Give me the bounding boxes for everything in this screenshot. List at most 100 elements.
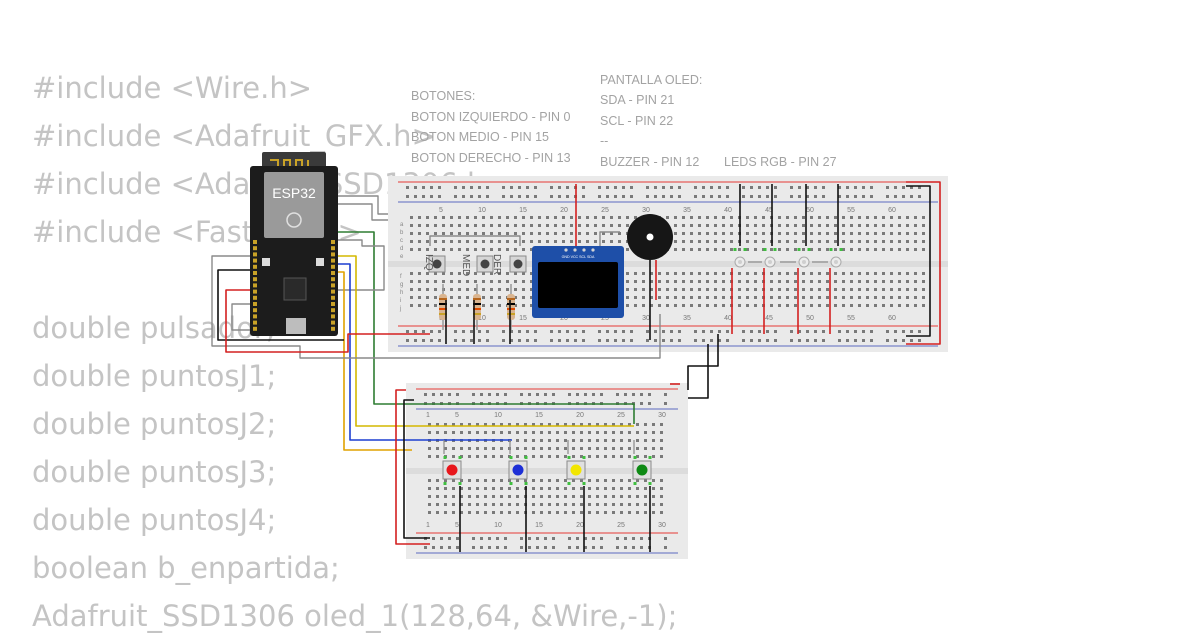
row-letter: i xyxy=(400,298,401,304)
breadboard-hole xyxy=(414,339,417,342)
breadboard-hole xyxy=(702,339,705,342)
breadboard-hole xyxy=(610,240,613,243)
breadboard-hole xyxy=(774,186,777,189)
breadboard-hole xyxy=(572,431,575,434)
note-oled-sda: SDA - PIN 21 xyxy=(600,93,675,107)
breadboard-hole xyxy=(654,195,657,198)
breadboard-main: 5510101515202025253030353540404545505055… xyxy=(388,176,948,352)
column-number: 30 xyxy=(642,315,650,322)
breadboard-hole xyxy=(710,339,713,342)
breadboard-hole xyxy=(570,232,573,235)
breadboard-hole xyxy=(554,232,557,235)
breadboard-channel xyxy=(388,261,948,267)
breadboard-hole xyxy=(620,423,623,426)
breadboard-hole xyxy=(746,248,749,251)
breadboard-hole xyxy=(484,511,487,514)
breadboard-hole xyxy=(628,495,631,498)
breadboard-hole xyxy=(432,546,435,549)
breadboard-hole xyxy=(620,511,623,514)
rgb-led-die xyxy=(768,260,772,264)
breadboard-hole xyxy=(438,330,441,333)
breadboard-hole xyxy=(588,495,591,498)
breadboard-hole xyxy=(838,339,841,342)
breadboard-hole xyxy=(662,330,665,333)
breadboard-hole xyxy=(466,232,469,235)
breadboard-hole xyxy=(758,330,761,333)
breadboard-hole xyxy=(508,495,511,498)
breadboard-hole xyxy=(596,439,599,442)
breadboard-hole xyxy=(510,330,513,333)
breadboard-hole xyxy=(532,455,535,458)
resistor-band xyxy=(439,308,447,310)
breadboard-hole xyxy=(602,240,605,243)
breadboard-hole xyxy=(862,195,865,198)
breadboard-hole xyxy=(922,232,925,235)
breadboard-hole xyxy=(746,280,749,283)
breadboard-hole xyxy=(522,296,525,299)
breadboard-hole xyxy=(778,216,781,219)
breadboard-hole xyxy=(532,431,535,434)
breadboard-hole xyxy=(444,495,447,498)
breadboard-hole xyxy=(674,296,677,299)
breadboard-hole xyxy=(866,240,869,243)
breadboard-hole xyxy=(522,216,525,219)
esp32-pin xyxy=(331,252,335,257)
breadboard-hole xyxy=(694,195,697,198)
breadboard-hole xyxy=(802,248,805,251)
breadboard-hole xyxy=(440,546,443,549)
breadboard-hole xyxy=(468,503,471,506)
breadboard-hole xyxy=(706,232,709,235)
breadboard-hole xyxy=(454,339,457,342)
breadboard-hole xyxy=(452,503,455,506)
breadboard-hole xyxy=(636,479,639,482)
breadboard-hole xyxy=(516,455,519,458)
esp32-pin xyxy=(253,302,257,306)
rgb-led-die xyxy=(802,260,806,264)
breadboard-hole xyxy=(612,511,615,514)
breadboard-hole xyxy=(726,330,729,333)
breadboard-hole xyxy=(644,495,647,498)
breadboard-hole xyxy=(516,511,519,514)
breadboard-hole xyxy=(850,232,853,235)
row-letter: c xyxy=(400,238,403,244)
breadboard-hole xyxy=(474,224,477,227)
breadboard-hole xyxy=(436,455,439,458)
breadboard-hole xyxy=(866,224,869,227)
breadboard-hole xyxy=(834,296,837,299)
breadboard-hole xyxy=(460,447,463,450)
breadboard-hole xyxy=(890,240,893,243)
breadboard-hole xyxy=(418,248,421,251)
breadboard-hole xyxy=(652,495,655,498)
breadboard-hole xyxy=(746,304,749,307)
esp32-pin xyxy=(331,320,335,325)
breadboard-hole xyxy=(548,447,551,450)
breadboard-hole xyxy=(492,447,495,450)
breadboard-hole xyxy=(818,248,821,251)
breadboard-hole xyxy=(410,280,413,283)
breadboard-hole xyxy=(766,195,769,198)
breadboard-hole xyxy=(652,447,655,450)
breadboard-hole xyxy=(534,330,537,333)
breadboard-hole xyxy=(628,487,631,490)
row-letter: h xyxy=(400,290,403,296)
breadboard-hole xyxy=(894,195,897,198)
breadboard-hole xyxy=(530,240,533,243)
breadboard-hole xyxy=(770,272,773,275)
breadboard-hole xyxy=(436,431,439,434)
breadboard-hole xyxy=(604,423,607,426)
breadboard-hole xyxy=(858,288,861,291)
resistor-body xyxy=(507,294,515,320)
breadboard-hole xyxy=(436,423,439,426)
resistor-band xyxy=(473,298,481,300)
breadboard-hole xyxy=(516,447,519,450)
breadboard-hole xyxy=(506,224,509,227)
breadboard-hole xyxy=(506,280,509,283)
breadboard-hole xyxy=(818,288,821,291)
breadboard-hole xyxy=(476,479,479,482)
breadboard-hole xyxy=(598,195,601,198)
breadboard-hole xyxy=(722,288,725,291)
player-1-cap xyxy=(446,464,458,476)
breadboard-hole xyxy=(528,537,531,540)
breadboard-hole xyxy=(506,288,509,291)
breadboard-hole xyxy=(506,240,509,243)
